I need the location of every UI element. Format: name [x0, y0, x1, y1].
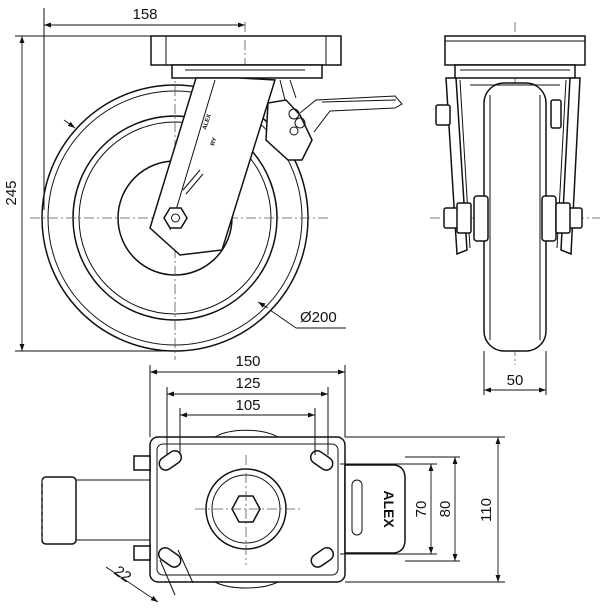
brake-lever — [265, 79, 403, 161]
dim-plate-width: 150 — [235, 353, 260, 370]
side-view: ALEX RY 158 245 Ø200 — [3, 6, 403, 360]
brake-pedal-brand: ALEX — [381, 490, 397, 528]
king-pin-nut — [231, 495, 261, 523]
dim-wheel-width: 50 — [507, 372, 524, 389]
svg-text:RY: RY — [210, 137, 218, 147]
top-view-wheel — [41, 476, 77, 545]
swivel-bearing — [171, 64, 323, 79]
bolt-slot-bl — [157, 547, 182, 568]
dim-overall-height: 245 — [3, 180, 20, 205]
bolt-slot-tr — [309, 450, 334, 471]
front-top-plate — [444, 35, 586, 66]
top-plate — [150, 35, 342, 66]
bolt-slot-br — [310, 547, 335, 568]
svg-text:ALEX: ALEX — [202, 114, 213, 131]
dim-bolt-outer: 125 — [235, 375, 260, 392]
front-wheel — [483, 82, 547, 352]
brake-pedal — [344, 464, 406, 554]
dim-top-width: 158 — [132, 6, 157, 23]
dim-bolt-inner: 105 — [235, 397, 260, 414]
dim-bolt-v-inner: 70 — [413, 501, 430, 518]
dim-plate-depth: 110 — [478, 498, 495, 522]
front-view: 50 — [430, 22, 600, 395]
top-view: ALEX 150 125 105 70 80 110 — [41, 353, 505, 603]
dim-wheel-diameter: Ø200 — [300, 309, 337, 326]
dim-bolt-v-outer: 80 — [437, 501, 454, 518]
base-plate — [149, 436, 346, 583]
axle-nut — [163, 207, 188, 229]
dim-slot-width: 22 — [111, 563, 134, 586]
